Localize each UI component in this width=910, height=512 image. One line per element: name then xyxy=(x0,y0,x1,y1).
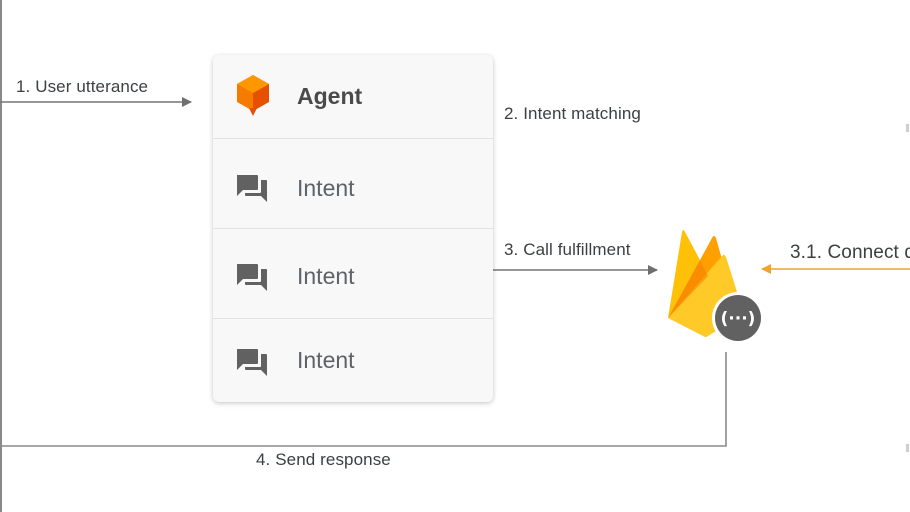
firebase-cloud-functions-icon: (···) xyxy=(660,228,770,353)
connect-label: 3.1. Connect d xyxy=(790,242,910,263)
intent-row[interactable]: Intent xyxy=(213,139,493,229)
agent-card: Agent Intent Intent xyxy=(213,55,493,402)
call-fulfillment-label: 3. Call fulfillment xyxy=(504,240,631,259)
agent-row[interactable]: Agent xyxy=(213,55,493,139)
svg-text:(···): (···) xyxy=(721,309,756,329)
intent-label: Intent xyxy=(297,347,355,373)
right-edge-mark xyxy=(906,444,909,452)
chat-bubbles-icon xyxy=(235,261,269,298)
right-edge-mark xyxy=(906,124,909,132)
send-response-label: 4. Send response xyxy=(256,450,391,469)
intent-row[interactable]: Intent xyxy=(213,319,493,402)
intent-label: Intent xyxy=(297,175,355,201)
send-response-path xyxy=(0,352,727,447)
intent-label: Intent xyxy=(297,263,355,289)
user-utterance-label: 1. User utterance xyxy=(16,77,149,96)
chat-bubbles-icon xyxy=(235,172,269,209)
dialogflow-agent-icon xyxy=(235,74,271,121)
intent-matching-label: 2. Intent matching xyxy=(504,104,641,123)
chat-bubbles-icon xyxy=(235,346,269,383)
intent-row[interactable]: Intent xyxy=(213,229,493,319)
agent-label: Agent xyxy=(297,83,363,109)
